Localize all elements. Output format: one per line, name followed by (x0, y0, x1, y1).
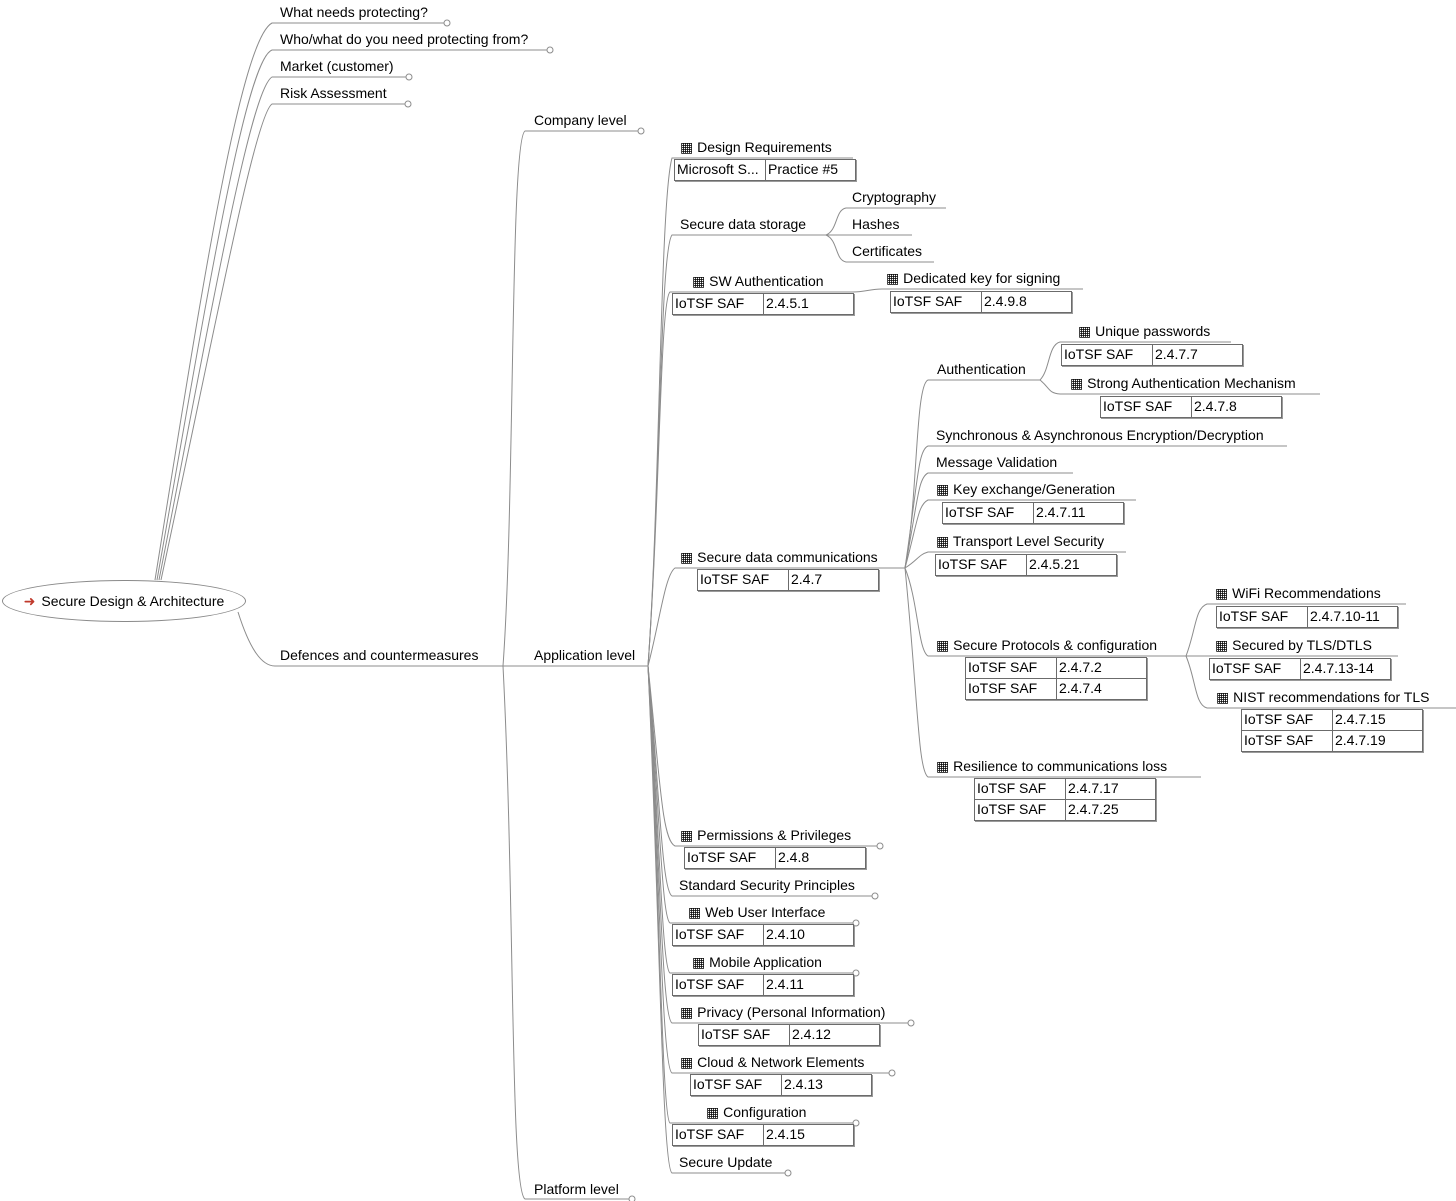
node-sw-authentication[interactable]: ▦ SW Authentication (692, 273, 824, 289)
node-key-exchange[interactable]: ▦ Key exchange/Generation (936, 481, 1116, 497)
root-label: Secure Design & Architecture (41, 593, 225, 609)
node-mobile-application[interactable]: ▦ Mobile Application (692, 954, 822, 970)
node-cryptography[interactable]: Cryptography (852, 189, 937, 205)
table-icon: ▦ (1216, 689, 1230, 705)
node-who-what-protecting-from[interactable]: Who/what do you need protecting from? (280, 31, 529, 47)
node-resilience[interactable]: ▦ Resilience to communications loss (936, 758, 1168, 774)
node-defences[interactable]: Defences and countermeasures (280, 647, 479, 663)
node-secure-data-storage[interactable]: Secure data storage (680, 216, 807, 232)
node-wifi-recommendations[interactable]: ▦ WiFi Recommendations (1215, 585, 1381, 601)
node-platform-level[interactable]: Platform level (534, 1181, 619, 1197)
table-icon: ▦ (706, 1104, 720, 1120)
node-risk-assessment[interactable]: Risk Assessment (280, 85, 387, 101)
node-unique-passwords[interactable]: ▦ Unique passwords (1078, 323, 1211, 339)
node-sync-async-encryption[interactable]: Synchronous & Asynchronous Encryption/De… (936, 427, 1264, 443)
table-icon: ▦ (680, 1004, 694, 1020)
root-node[interactable]: ➜ Secure Design & Architecture (2, 580, 246, 622)
node-message-validation[interactable]: Message Validation (936, 454, 1058, 470)
node-configuration[interactable]: ▦ Configuration (706, 1104, 807, 1120)
table-icon: ▦ (692, 954, 706, 970)
table-icon: ▦ (680, 827, 694, 843)
node-market[interactable]: Market (customer) (280, 58, 394, 74)
table-icon: ▦ (936, 637, 950, 653)
node-secure-protocols[interactable]: ▦ Secure Protocols & configuration (936, 637, 1158, 653)
node-what-needs-protecting[interactable]: What needs protecting? (280, 4, 428, 20)
node-cloud-network[interactable]: ▦ Cloud & Network Elements (680, 1054, 865, 1070)
node-hashes[interactable]: Hashes (852, 216, 900, 232)
table-icon: ▦ (936, 533, 950, 549)
node-application-level[interactable]: Application level (534, 647, 636, 663)
node-design-requirements[interactable]: ▦ Design Requirements (680, 139, 832, 155)
node-authentication[interactable]: Authentication (937, 361, 1026, 377)
node-standard-security-principles[interactable]: Standard Security Principles (679, 877, 855, 893)
table-icon: ▦ (1215, 637, 1229, 653)
table-icon: ▦ (680, 1054, 694, 1070)
table-icon: ▦ (1215, 585, 1229, 601)
node-web-user-interface[interactable]: ▦ Web User Interface (688, 904, 826, 920)
node-strong-authentication[interactable]: ▦ Strong Authentication Mechanism (1070, 375, 1296, 391)
node-transport-level-security[interactable]: ▦ Transport Level Security (936, 533, 1105, 549)
table-icon: ▦ (688, 904, 702, 920)
table-icon: ▦ (886, 270, 900, 286)
table-icon: ▦ (680, 139, 694, 155)
table-icon: ▦ (936, 481, 950, 497)
table-icon: ▦ (936, 758, 950, 774)
node-secured-by-tls[interactable]: ▦ Secured by TLS/DTLS (1215, 637, 1372, 653)
node-secure-update[interactable]: Secure Update (679, 1154, 773, 1170)
table-icon: ▦ (692, 273, 706, 289)
node-nist-recommendations[interactable]: ▦ NIST recommendations for TLS (1216, 689, 1430, 705)
ref-table: Microsoft S...Practice #5 (674, 159, 856, 181)
node-dedicated-key[interactable]: ▦ Dedicated key for signing (886, 270, 1061, 286)
node-secure-data-communications[interactable]: ▦ Secure data communications (680, 549, 878, 565)
node-privacy[interactable]: ▦ Privacy (Personal Information) (680, 1004, 886, 1020)
node-permissions[interactable]: ▦ Permissions & Privileges (680, 827, 852, 843)
table-icon: ▦ (1070, 375, 1084, 391)
red-arrow-icon: ➜ (23, 592, 36, 609)
node-certificates[interactable]: Certificates (852, 243, 923, 259)
node-company-level[interactable]: Company level (534, 112, 627, 128)
table-icon: ▦ (680, 549, 694, 565)
table-icon: ▦ (1078, 323, 1092, 339)
